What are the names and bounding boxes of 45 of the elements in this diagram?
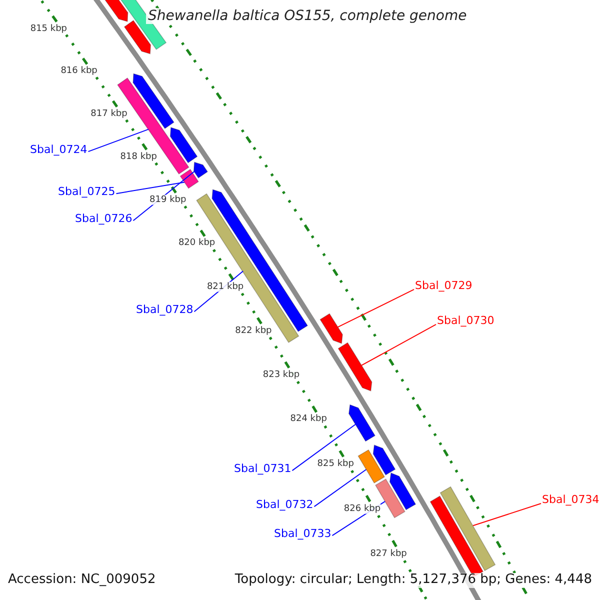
genome-info-text: Topology: circular; Length: 5,127,376 bp; Genes: 4,448	[234, 573, 592, 588]
scale-label: 825 kbp	[317, 458, 354, 469]
scale-label: 818 kbp	[120, 152, 157, 162]
gene-block	[440, 486, 496, 572]
gene-label: Sbal_0729	[415, 280, 472, 293]
gene-block	[389, 472, 416, 510]
gene-label: Sbal_0724	[30, 144, 88, 157]
scale-label: 821 kbp	[206, 282, 244, 292]
scale-label: 826 kbp	[344, 503, 381, 514]
scale-label: 820 kbp	[178, 238, 216, 248]
gene-block	[338, 342, 372, 392]
gene-label: Sbal_0730	[437, 315, 494, 328]
scale-label: 823 kbp	[262, 370, 300, 380]
scale-label: 819 kbp	[150, 194, 186, 206]
gene-block	[320, 313, 343, 344]
gene-block	[180, 168, 199, 189]
gene-label: Sbal_0726	[75, 213, 132, 226]
gene-label: Sbal_0725	[58, 186, 116, 199]
gene-block	[132, 73, 174, 130]
gene-block	[358, 449, 386, 484]
diagram-title: Shewanella baltica OS155, complete genome	[146, 8, 469, 24]
gene-label: Sbal_0733	[274, 528, 332, 541]
gene-label: Sbal_0732	[256, 499, 314, 512]
scale-label: 822 kbp	[235, 326, 272, 336]
leader-line	[361, 324, 436, 366]
scale-label: 824 kbp	[290, 414, 327, 424]
scale-label: 815 kbp	[30, 24, 68, 34]
accession-text: Accession: NC_009052	[8, 573, 156, 588]
leader-line	[292, 424, 356, 472]
scale-label: 827 kbp	[370, 548, 407, 559]
leader-line	[472, 502, 542, 526]
gene-block	[196, 193, 300, 344]
leader-line	[88, 128, 149, 152]
gene-block	[170, 126, 198, 164]
scale-label: 816 kbp	[60, 66, 98, 76]
gene-block	[372, 444, 396, 476]
gene-label: Sbal_0728	[136, 304, 194, 317]
gene-label: Sbal_0734	[542, 494, 600, 507]
gene-label: Sbal_0731	[234, 463, 292, 476]
gene-block	[124, 20, 151, 54]
leader-line	[116, 182, 185, 194]
gene-block	[348, 404, 376, 442]
leader-line	[337, 288, 414, 328]
scale-label: 817 kbp	[90, 108, 128, 120]
gene-block	[193, 162, 208, 178]
